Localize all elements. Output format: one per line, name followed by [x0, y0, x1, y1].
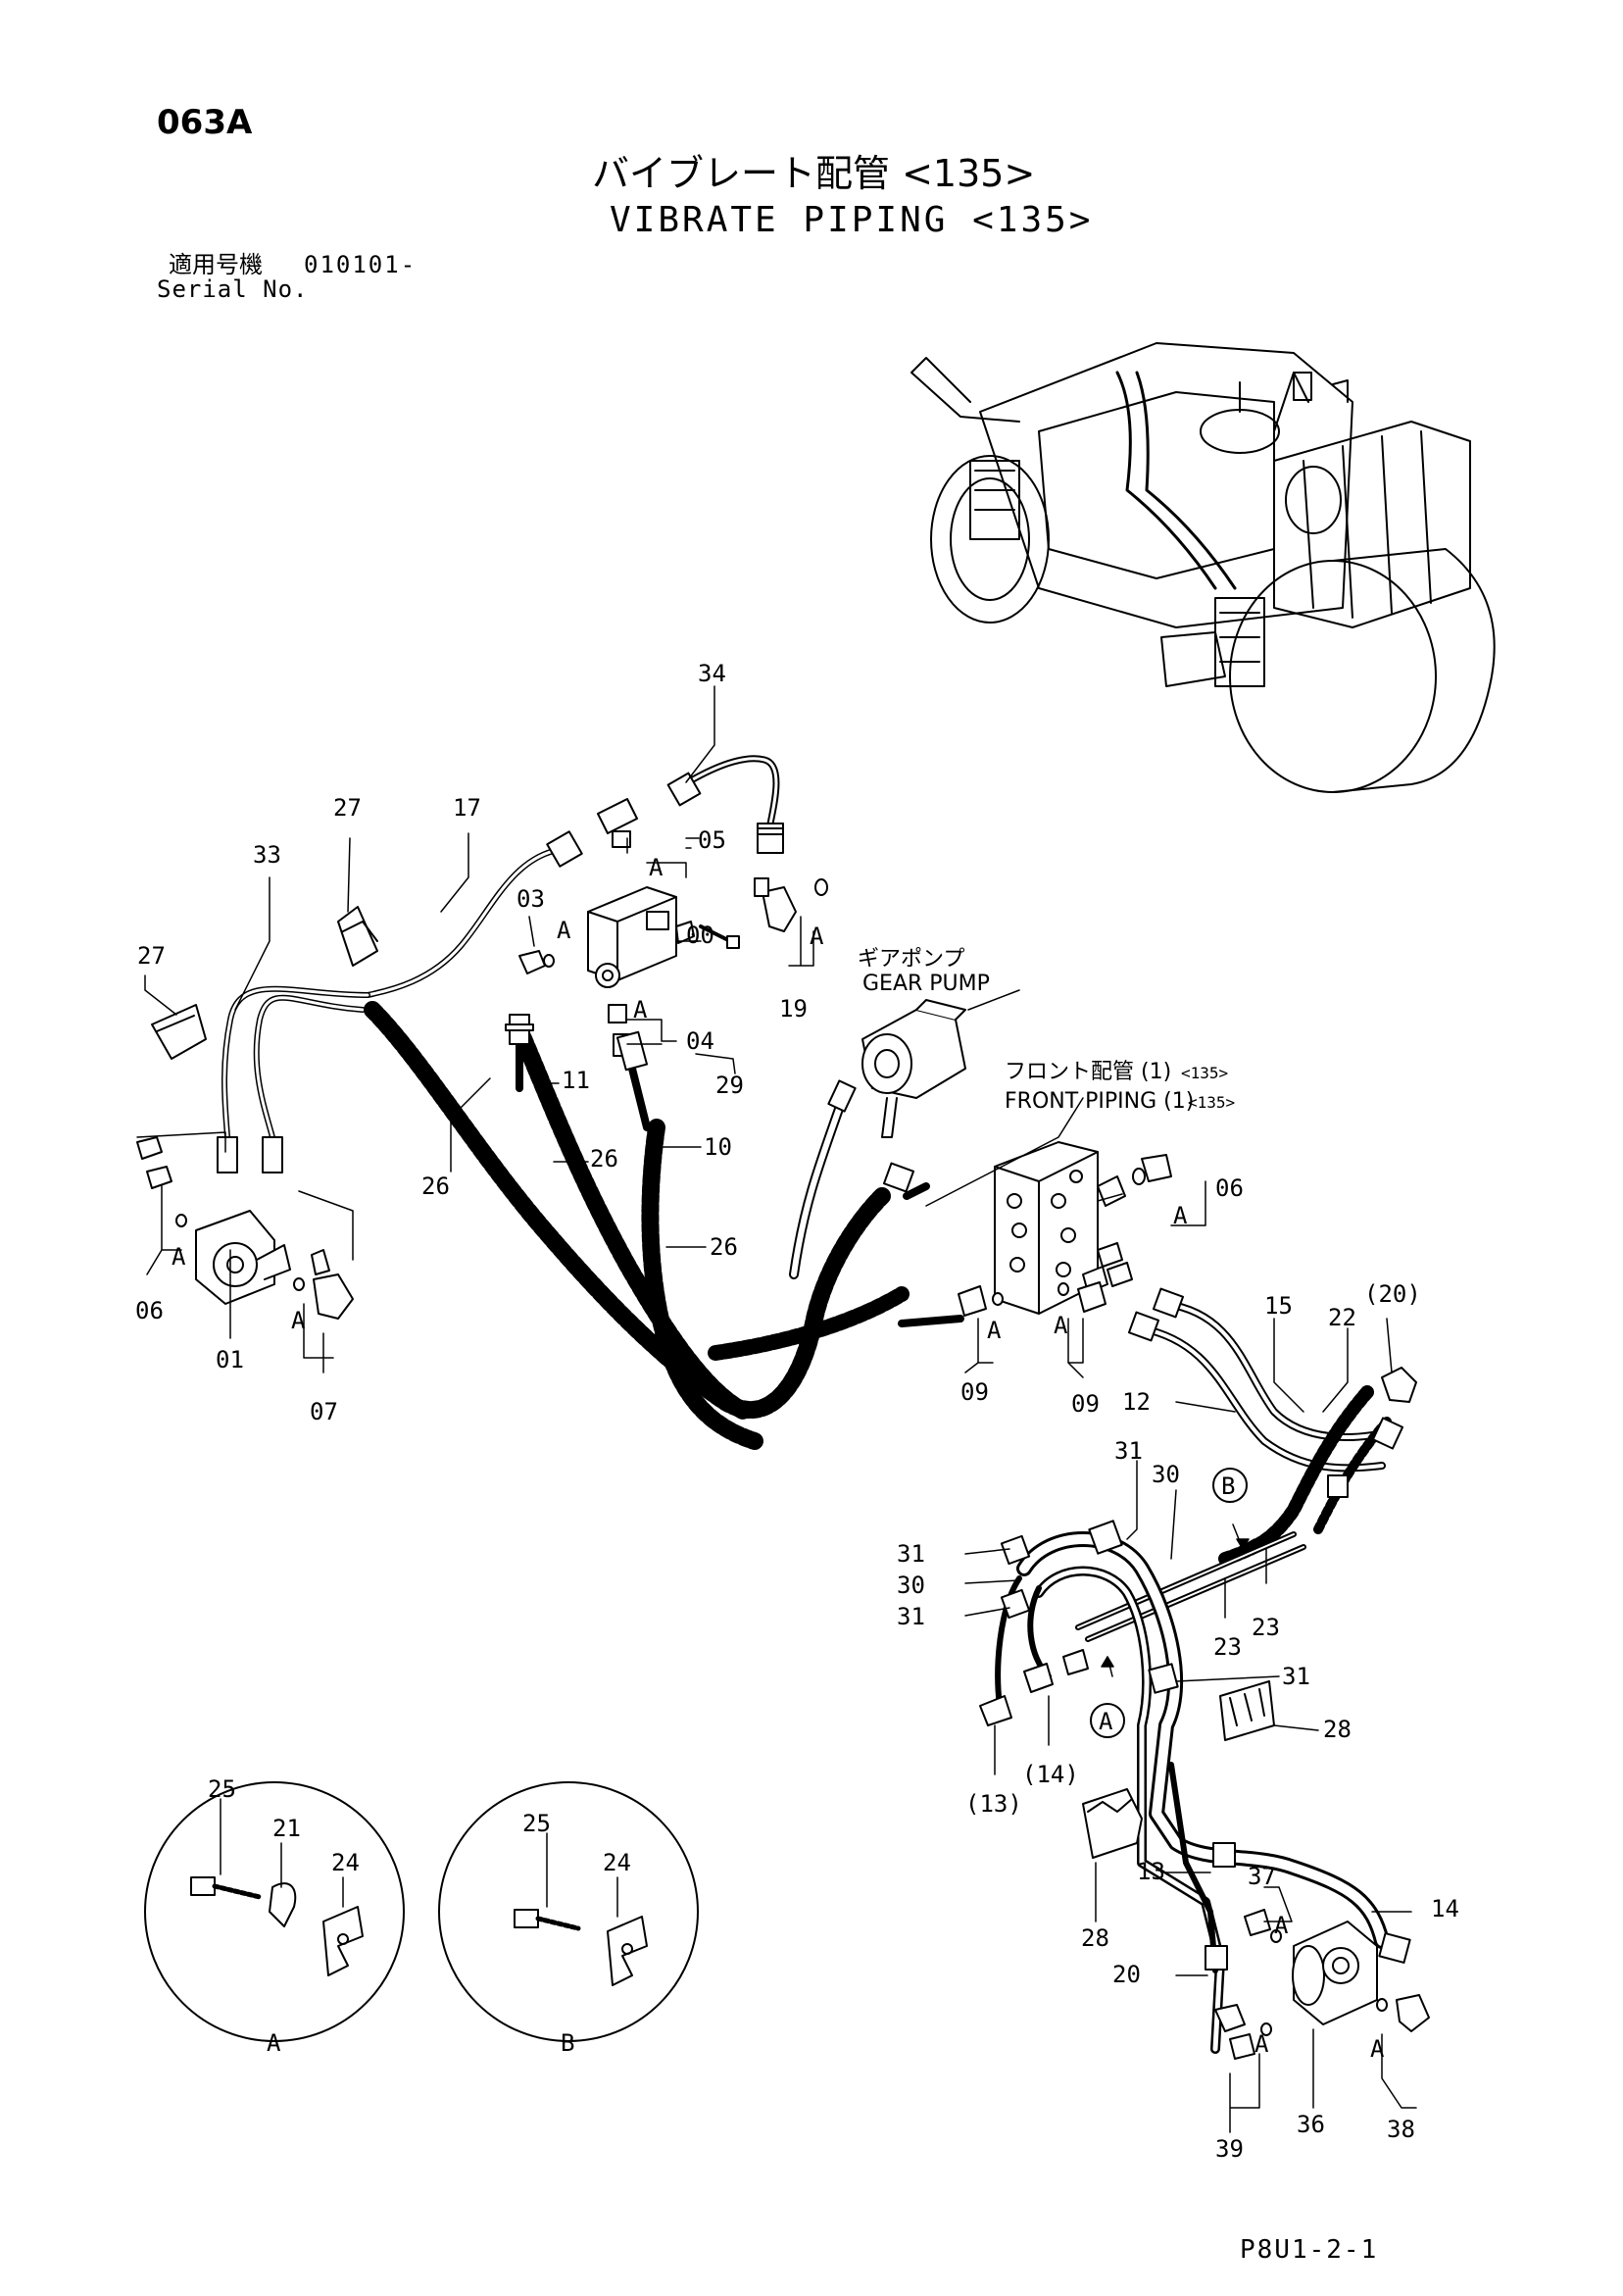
callout-a-19: A [810, 923, 824, 950]
callout-19: 19 [779, 995, 808, 1023]
detail-views [144, 1781, 699, 2042]
ref-a-circle [1090, 1703, 1125, 1738]
leader-lines [136, 685, 1417, 2133]
callout-13-paren: (13) [965, 1790, 1022, 1818]
ref-b-circle [1212, 1468, 1248, 1503]
serial-label-japanese: 適用号機 [169, 251, 263, 278]
callout-13: 13 [1137, 1858, 1165, 1885]
front-piping-model-jp: <135> [1181, 1064, 1228, 1082]
callout-04: 04 [686, 1027, 714, 1055]
detail-a-label: A [267, 2029, 281, 2057]
callout-a-04: A [633, 996, 648, 1023]
callout-a-03: A [557, 917, 571, 944]
callout-31-left-a: 31 [897, 1540, 925, 1568]
machine-illustration [910, 342, 1496, 793]
callout-26-mid: 26 [590, 1145, 618, 1173]
callout-33: 33 [253, 841, 281, 869]
callout-23-a: 23 [1213, 1633, 1242, 1661]
callout-06-left: 06 [135, 1297, 164, 1324]
detail-circle-b [438, 1781, 699, 2042]
callout-26-right: 26 [710, 1233, 738, 1261]
figure-code: P8U1-2-1 [1240, 2235, 1379, 2265]
callout-05: 05 [698, 826, 726, 854]
callout-25-detail-b: 25 [522, 1810, 551, 1837]
callout-28-right: 28 [1323, 1716, 1352, 1743]
callout-22: 22 [1328, 1304, 1356, 1331]
callout-29: 29 [715, 1072, 744, 1099]
gear-pump-label-en: GEAR PUMP [862, 972, 990, 996]
front-piping-model-en: <135> [1188, 1093, 1235, 1112]
title-japanese: バイブレート配管 <135> [592, 152, 1036, 195]
callout-03: 03 [516, 885, 545, 913]
callout-a-07: A [291, 1307, 306, 1334]
callout-30-left: 30 [897, 1572, 925, 1599]
title-english: VIBRATE PIPING <135> [610, 200, 1094, 240]
callout-10: 10 [704, 1133, 732, 1161]
callout-24-detail-b: 24 [603, 1849, 631, 1876]
callout-a-06-right: A [1173, 1202, 1188, 1229]
callout-21: 21 [272, 1815, 301, 1842]
labels: ギアポンプ GEAR PUMP フロント配管 (1) <135> FRONT P… [135, 660, 1459, 2163]
callout-26-left: 26 [421, 1173, 450, 1200]
callout-01: 01 [216, 1346, 244, 1373]
callout-23-b: 23 [1252, 1614, 1280, 1641]
callout-07: 07 [310, 1398, 338, 1425]
callout-38: 38 [1387, 2116, 1415, 2143]
front-piping-label-jp: フロント配管 (1) [1005, 1060, 1171, 1084]
callout-20: 20 [1112, 1961, 1141, 1988]
callout-a-09-right: A [1054, 1312, 1068, 1339]
gear-pump-label-jp: ギアポンプ [858, 947, 964, 972]
callout-a-05: A [649, 854, 664, 881]
callout-20-paren: (20) [1364, 1280, 1421, 1308]
callout-39: 39 [1215, 2135, 1244, 2163]
fittings [136, 772, 1430, 2060]
callout-14: 14 [1431, 1895, 1459, 1922]
detail-circle-a [144, 1781, 405, 2042]
callout-31-top: 31 [1114, 1437, 1143, 1465]
detail-b-label: B [561, 2029, 574, 2057]
ref-a-letter: A [1099, 1708, 1113, 1735]
callout-27-top: 27 [333, 794, 362, 822]
page-code: 063A [157, 103, 253, 142]
callout-a-39: A [1254, 2030, 1269, 2058]
serial-range: 010101- [304, 251, 418, 278]
callout-31-right: 31 [1282, 1663, 1310, 1690]
callout-37: 37 [1248, 1863, 1276, 1890]
callout-00: 00 [686, 922, 714, 949]
callout-17: 17 [453, 794, 481, 822]
callout-27-left: 27 [137, 942, 166, 970]
callout-a-09-left: A [987, 1317, 1002, 1344]
reference-markers: B A [1090, 1468, 1248, 1738]
callout-09-right: 09 [1071, 1390, 1100, 1418]
callout-06-right: 06 [1215, 1174, 1244, 1202]
ref-b-letter: B [1221, 1472, 1235, 1500]
callout-11: 11 [562, 1067, 590, 1094]
callout-36: 36 [1297, 2111, 1325, 2138]
callout-15: 15 [1264, 1292, 1293, 1320]
callout-a-06-left: A [172, 1243, 186, 1271]
callout-a-38: A [1370, 2035, 1385, 2063]
front-piping-label-en: FRONT PIPING (1) [1005, 1089, 1194, 1114]
callout-31-left-b: 31 [897, 1603, 925, 1630]
callout-14-paren: (14) [1022, 1761, 1079, 1788]
callout-12: 12 [1122, 1388, 1151, 1416]
callout-34: 34 [698, 660, 726, 687]
callout-30-top: 30 [1152, 1461, 1180, 1488]
callout-09-left: 09 [960, 1378, 989, 1406]
callout-25-detail-a: 25 [208, 1775, 236, 1803]
callout-24-detail-a: 24 [331, 1849, 360, 1876]
serial-label-english: Serial No. [157, 275, 309, 303]
callout-a-37: A [1274, 1912, 1289, 1939]
callout-28-bottom: 28 [1081, 1924, 1109, 1952]
